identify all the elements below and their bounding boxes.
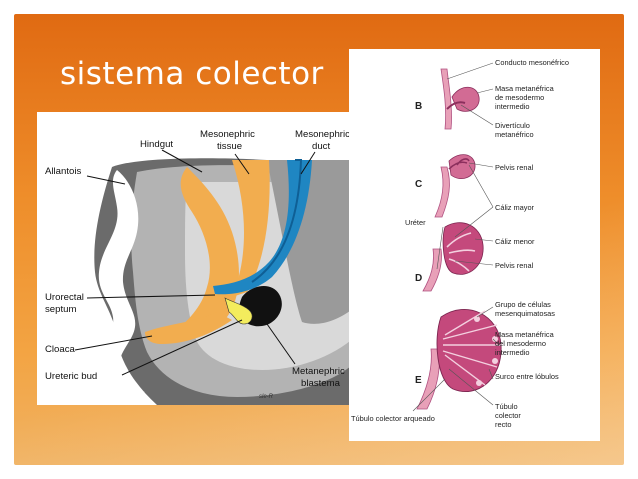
kidney-development-stages-figure: B C D E Conducto mesonéfrico Masa metané… <box>349 49 600 441</box>
label-hindgut: Hindgut <box>140 139 173 150</box>
label-tubulo-1: Túbulo <box>495 402 518 411</box>
ureteric-bud <box>224 297 253 325</box>
label-caliz-mayor: Cáliz mayor <box>495 203 535 212</box>
right-leader-lines <box>412 62 500 412</box>
mesonephric-tissue <box>232 160 270 297</box>
stage-b <box>440 68 480 130</box>
label-tubulo-2: colector <box>495 411 521 420</box>
duct-lumen <box>251 159 303 283</box>
stage-e <box>416 308 502 410</box>
mesonephric-duct <box>213 160 312 295</box>
label-diverticulo-1: Divertículo <box>495 121 530 130</box>
label-ureteric-bud: Ureteric bud <box>45 371 97 382</box>
label-masa-e-3: intermedio <box>495 348 530 357</box>
label-cloaca: Cloaca <box>45 344 76 355</box>
slide-title: sistema colector <box>60 56 324 92</box>
label-mesonephric-duct-1: Mesonephric <box>295 129 350 140</box>
label-mesonephric-tissue-1: Mesonephric <box>200 129 255 140</box>
label-metanephric-blastema-2: blastema <box>301 378 341 389</box>
kidney-stages-diagram: B C D E Conducto mesonéfrico Masa metané… <box>351 58 569 429</box>
label-mesonephric-duct-2: duct <box>312 141 330 152</box>
leader-lines <box>74 149 316 376</box>
label-caliz-menor: Cáliz menor <box>495 237 535 246</box>
label-urorectal-septum-2: septum <box>45 304 76 315</box>
label-masa-e-1: Masa metanéfrica <box>495 330 555 339</box>
label-tubulo-3: recto <box>495 420 511 429</box>
label-masa-e-2: del mesodermo <box>495 339 546 348</box>
signature: sle-R <box>259 394 274 400</box>
allantois-outline <box>98 170 145 393</box>
label-mesonephric-tissue-2: tissue <box>217 141 242 152</box>
label-metanephric-blastema-1: Metanephric <box>292 366 345 377</box>
label-ureter: Uréter <box>405 218 426 227</box>
label-grupo-celulas-1: Grupo de células <box>495 300 551 309</box>
label-masa-metanefrica-3: intermedio <box>495 102 530 111</box>
stage-c <box>434 154 476 218</box>
hindgut-diagram: Hindgut Mesonephric tissue Mesonephric d… <box>45 129 355 405</box>
label-diverticulo-2: metanéfrico <box>495 130 534 139</box>
stage-d <box>422 222 484 292</box>
label-masa-metanefrica-1: Masa metanéfrica <box>495 84 555 93</box>
label-pelvis-renal-c: Pelvis renal <box>495 163 534 172</box>
stage-label-c: C <box>415 179 422 190</box>
cloaca <box>145 312 232 344</box>
hindgut-development-figure: Hindgut Mesonephric tissue Mesonephric d… <box>37 112 355 405</box>
label-conducto-mesonefrico: Conducto mesonéfrico <box>495 58 569 67</box>
label-masa-metanefrica-2: de mesodermo <box>495 93 544 102</box>
label-surco-entre-lobulos: Surco entre lóbulos <box>495 372 559 381</box>
stage-label-b: B <box>415 101 422 112</box>
stage-label-e: E <box>415 375 422 386</box>
label-allantois: Allantois <box>45 166 81 177</box>
label-urorectal-septum-1: Urorectal <box>45 292 84 303</box>
label-pelvis-renal-d: Pelvis renal <box>495 261 534 270</box>
stage-label-d: D <box>415 273 422 284</box>
hindgut <box>172 167 239 337</box>
label-tubulo-colector-arqueado: Túbulo colector arqueado <box>351 414 435 423</box>
label-grupo-celulas-2: mesenquimatosas <box>495 309 555 318</box>
